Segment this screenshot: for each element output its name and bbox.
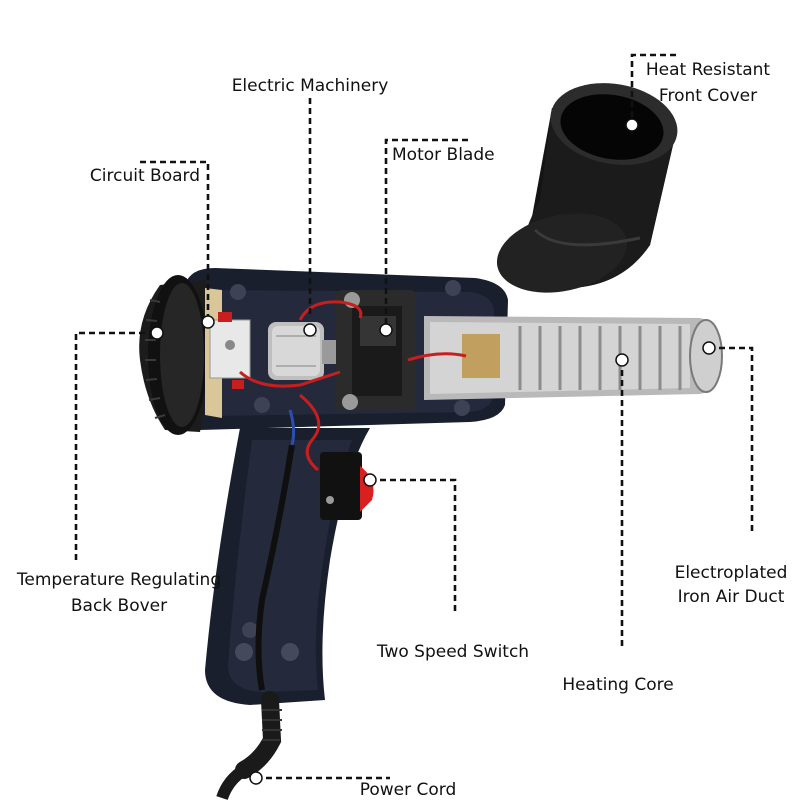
dot-circuit-board [201,315,215,329]
label-temp-back-cover-line2: Back Bover [71,596,167,616]
leader-temp-back-cover [74,331,155,562]
motor-blade-housing [336,290,416,410]
dot-temp-back-cover [150,326,164,340]
back-cap [139,275,208,435]
dot-air-duct [702,341,716,355]
leader-lines [74,53,754,780]
heat-gun-illustration [139,83,723,800]
dot-electric-machinery [303,323,317,337]
label-heat-cover-line1: Heat Resistant [646,60,771,80]
leader-two-speed-switch [370,478,457,615]
label-two-speed-switch: Two Speed Switch [376,642,529,662]
front-cover [496,83,678,293]
part-labels: Electric Machinery Heat Resistant Front … [16,60,788,800]
label-heat-cover-line2: Front Cover [659,86,757,106]
label-heating-core: Heating Core [562,675,673,695]
power-cord [216,691,282,800]
leader-air-duct [709,346,754,535]
label-motor-blade: Motor Blade [392,145,495,165]
label-air-duct-line2: Iron Air Duct [678,587,785,607]
dot-motor-blade [379,323,393,337]
two-speed-switch [320,452,374,520]
label-temp-back-cover-line1: Temperature Regulating [16,570,221,590]
callout-dots [150,118,716,785]
label-air-duct-line1: Electroplated [675,563,788,583]
internal-wires [238,300,467,691]
dot-heat-cover [625,118,639,132]
leader-motor-blade [384,138,468,330]
leader-heat-cover [630,53,676,122]
dot-power-cord [249,771,263,785]
dot-heating-core [615,353,629,367]
dot-two-speed-switch [363,473,377,487]
label-circuit-board: Circuit Board [90,166,200,186]
label-power-cord: Power Cord [360,780,457,800]
leader-circuit-board [140,160,210,322]
heating-element [424,316,723,400]
label-electric-machinery: Electric Machinery [232,76,389,96]
